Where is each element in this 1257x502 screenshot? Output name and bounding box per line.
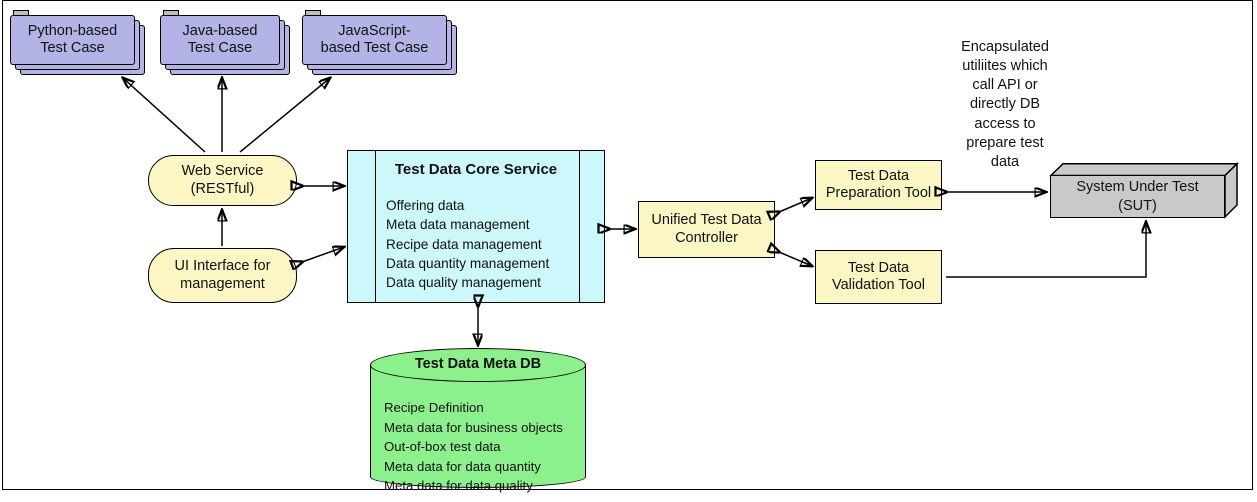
subsystem-left-divider (375, 151, 376, 302)
sut-label: System Under Test (SUT) (1050, 175, 1225, 218)
node-system-under-test[interactable]: System Under Test (SUT) (1048, 162, 1239, 219)
core-service-title: Test Data Core Service (394, 161, 558, 178)
node-test-data-validation-tool[interactable]: Test Data Validation Tool (815, 250, 942, 304)
meta-db-item: Recipe Definition (384, 400, 484, 415)
core-service-item: Recipe data management (386, 236, 542, 252)
card-tab-icon (163, 10, 179, 16)
card-tab-icon (13, 10, 29, 16)
core-service-item-list: Offering data Meta data management Recip… (386, 196, 549, 292)
node-web-service[interactable]: Web Service (RESTful) (148, 155, 297, 206)
node-test-data-meta-db[interactable]: Test Data Meta DB Recipe Definition Meta… (370, 348, 586, 493)
meta-db-item: Meta data for data quantity (384, 458, 541, 474)
cylinder-body (370, 365, 586, 488)
meta-db-title: Test Data Meta DB (414, 356, 542, 372)
node-ui-interface[interactable]: UI Interface for management (148, 248, 297, 303)
meta-db-item: Out-of-box test data (384, 439, 501, 455)
annotation-encapsulated-utilities: Encapsulated utiliites which call API or… (961, 39, 1049, 170)
node-test-data-core-service[interactable]: Test Data Core Service Offering data Met… (347, 150, 605, 303)
cylinder-top-ellipse (370, 348, 586, 382)
meta-db-item-list: Recipe Definition Meta data for business… (384, 398, 563, 496)
card-sheet-front (160, 15, 280, 65)
core-service-item: Offering data (386, 198, 465, 213)
node-test-data-preparation-tool[interactable]: Test Data Preparation Tool (815, 160, 942, 210)
meta-db-item: Meta data for data quality (384, 478, 533, 494)
diagram-border (2, 0, 1253, 490)
card-sheet-front (10, 15, 135, 65)
core-service-item: Data quality management (386, 275, 541, 291)
card-sheet-front (302, 15, 447, 65)
card-tab-icon (305, 10, 321, 16)
node-java-test-case[interactable]: Java-based Test Case (160, 10, 300, 75)
core-service-item: Data quantity management (386, 255, 550, 271)
meta-db-item: Meta data for business objects (384, 419, 563, 435)
core-service-item: Meta data management (386, 217, 530, 233)
node-python-test-case[interactable]: Python-based Test Case (10, 10, 150, 75)
node-javascript-test-case[interactable]: JavaScript- based Test Case (302, 10, 462, 75)
subsystem-right-divider (579, 151, 580, 302)
node-unified-test-data-controller[interactable]: Unified Test Data Controller (638, 201, 775, 258)
